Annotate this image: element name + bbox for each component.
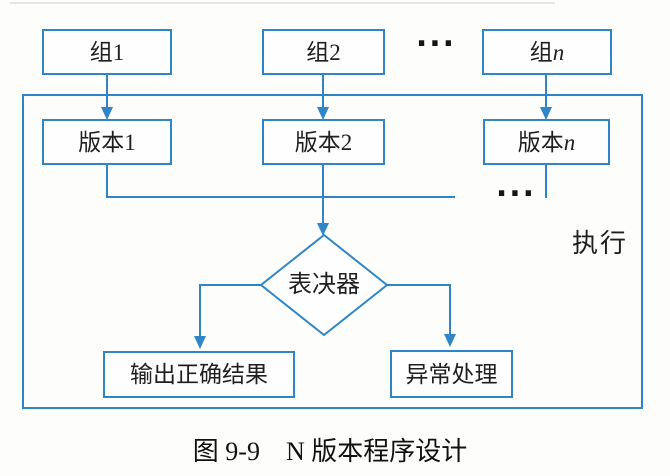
box-exception-handling-label: 异常处理 — [405, 361, 498, 387]
ellipsis-groups: ... — [415, 19, 457, 54]
execution-label: 执行 — [572, 229, 629, 258]
arrowhead-exception — [444, 334, 456, 347]
box-group-2-label: 组 — [306, 39, 330, 65]
box-version-1-label: 版本 — [78, 129, 125, 155]
voter-label: 表决器 — [288, 272, 360, 298]
figure-caption: 图 9-9 N 版本程序设计 — [192, 437, 468, 466]
box-output-result-label: 输出正确结果 — [130, 362, 268, 387]
box-group-1-index: 1 — [112, 39, 125, 65]
arrowhead-version1 — [101, 107, 113, 120]
arrowhead-versionn — [540, 107, 552, 120]
wire-voter-to-result — [199, 284, 261, 339]
scan-artifact-line — [10, 2, 555, 4]
box-group-1-label: 组 — [89, 39, 113, 65]
box-output-result: 输出正确结果 — [103, 351, 295, 398]
box-group-2-index: 2 — [329, 39, 341, 65]
arrowhead-voter — [317, 223, 329, 236]
box-version-2-index: 2 — [340, 129, 353, 155]
box-version-n-label: 版本 — [517, 129, 564, 155]
voter-diamond — [259, 233, 389, 337]
execution-boundary-rect — [22, 94, 643, 409]
wire-voter-to-exception — [387, 284, 451, 337]
box-group-n-label: 组 — [529, 39, 553, 65]
box-version-2-label: 版本 — [294, 129, 341, 155]
box-exception-handling: 异常处理 — [390, 350, 513, 398]
arrowhead-result — [194, 336, 206, 349]
box-group-n-index: n — [552, 39, 565, 65]
ellipsis-collector: ... — [495, 169, 537, 204]
box-version-1-index: 1 — [124, 129, 136, 155]
box-version-n-index: n — [563, 129, 576, 155]
arrowhead-version2 — [317, 107, 329, 120]
